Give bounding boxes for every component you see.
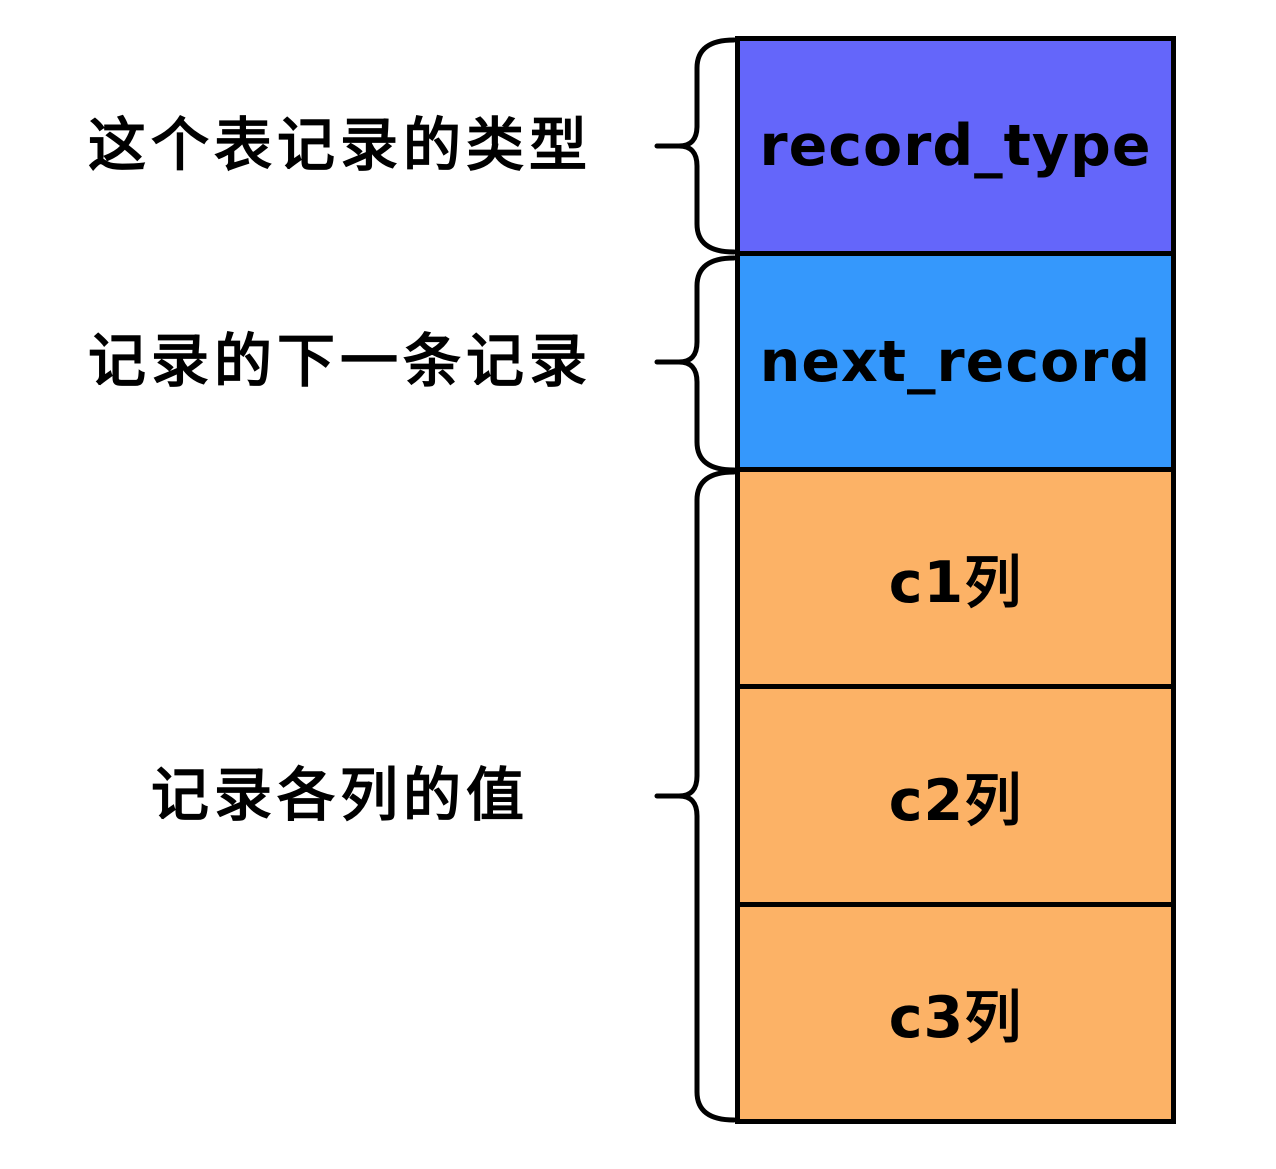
block-label-record-type: record_type	[759, 113, 1152, 179]
block-record-type: record_type	[740, 41, 1171, 256]
block-column-c1: c1列	[740, 472, 1171, 689]
block-label-column-c2: c2列	[888, 767, 1023, 834]
block-column-c3: c3列	[740, 907, 1171, 1119]
block-label-column-c3: c3列	[888, 985, 1023, 1051]
annotation-column-values: 记录各列的值	[150, 763, 529, 828]
block-label-next-record: next_record	[759, 328, 1152, 395]
brace-record-type	[676, 37, 737, 255]
block-column-c2: c2列	[740, 689, 1171, 907]
record-stack: record_type next_record c1列 c2列 c3列	[735, 36, 1176, 1124]
annotation-next-record: 记录的下一条记录	[87, 329, 592, 394]
block-next-record: next_record	[740, 256, 1171, 472]
annotation-record-type: 这个表记录的类型	[87, 113, 592, 178]
brace-column-values	[676, 469, 737, 1123]
block-label-column-c1: c1列	[888, 550, 1023, 616]
brace-next-record	[676, 255, 737, 473]
